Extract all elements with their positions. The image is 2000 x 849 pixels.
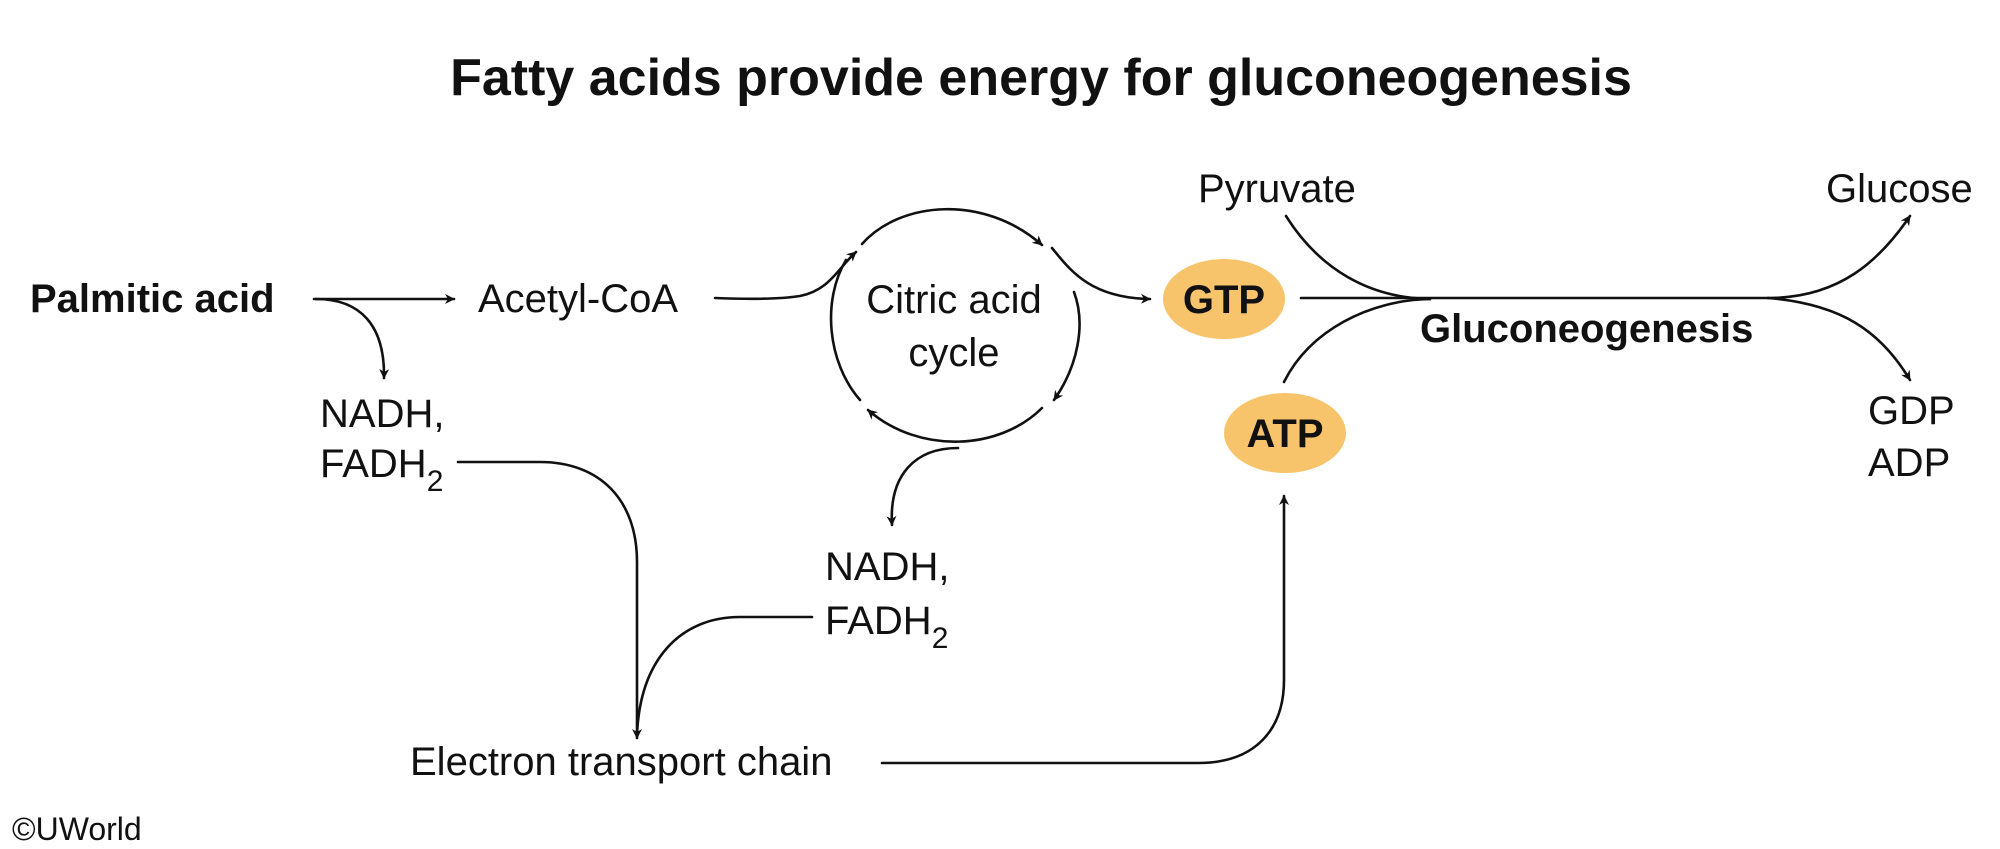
arrow-nadh-1-to-etc (456, 460, 642, 740)
arrow-palmitic-to-nadh-1 (314, 297, 390, 380)
cycle-arc-top (860, 207, 1044, 247)
electron-transport-chain-label: Electron transport chain (410, 740, 832, 784)
arrow-cycle-to-nadh-2 (886, 446, 960, 527)
arrow-cycle-to-gtp (1050, 246, 1152, 304)
gtp-label: GTP (1183, 278, 1265, 322)
fadh2-label-1: FADH2 (320, 442, 443, 498)
citric-acid-cycle-label-line2: cycle (908, 331, 999, 375)
atp-label: ATP (1246, 412, 1323, 456)
citric-acid-cycle: Citric acid cycle (829, 207, 1081, 443)
copyright-notice: ©UWorld (12, 811, 142, 847)
arrow-gluconeogenesis-to-glucose (1766, 214, 1912, 300)
fadh2-label-2: FADH2 (825, 599, 948, 655)
gluconeogenesis-label: Gluconeogenesis (1420, 307, 1753, 351)
adp-label: ADP (1868, 441, 1950, 485)
arrow-gluconeogenesis-to-gdp-adp (1766, 296, 1912, 382)
cycle-arc-right (1052, 290, 1081, 402)
nadh-label-2: NADH, (825, 545, 949, 589)
acetyl-coa-label: Acetyl-CoA (478, 277, 678, 321)
palmitic-acid-label: Palmitic acid (30, 277, 275, 321)
line-pyruvate-to-gluconeogenesis (1284, 214, 1432, 301)
nadh-label-1: NADH, (320, 392, 444, 436)
gdp-label: GDP (1868, 389, 1955, 433)
arrow-etc-to-atp (880, 494, 1289, 765)
line-atp-to-gluconeogenesis (1282, 297, 1432, 384)
glucose-label: Glucose (1826, 167, 1973, 211)
arrow-nadh-2-to-etc (635, 615, 814, 737)
cycle-arc-bottom (866, 406, 1044, 443)
fadh2-base-2: FADH (825, 599, 932, 643)
atp-badge: ATP (1224, 393, 1346, 473)
cycle-arc-left (829, 258, 862, 402)
pyruvate-label: Pyruvate (1198, 167, 1356, 211)
diagram-title: Fatty acids provide energy for gluconeog… (450, 49, 1632, 107)
gtp-badge: GTP (1163, 259, 1285, 339)
fadh2-base-1: FADH (320, 442, 427, 486)
atp-ellipse (1224, 393, 1346, 473)
fadh2-subscript-1: 2 (427, 465, 444, 498)
citric-acid-cycle-label-line1: Citric acid (866, 278, 1042, 322)
gtp-ellipse (1163, 259, 1285, 339)
fadh2-subscript-2: 2 (932, 622, 949, 655)
